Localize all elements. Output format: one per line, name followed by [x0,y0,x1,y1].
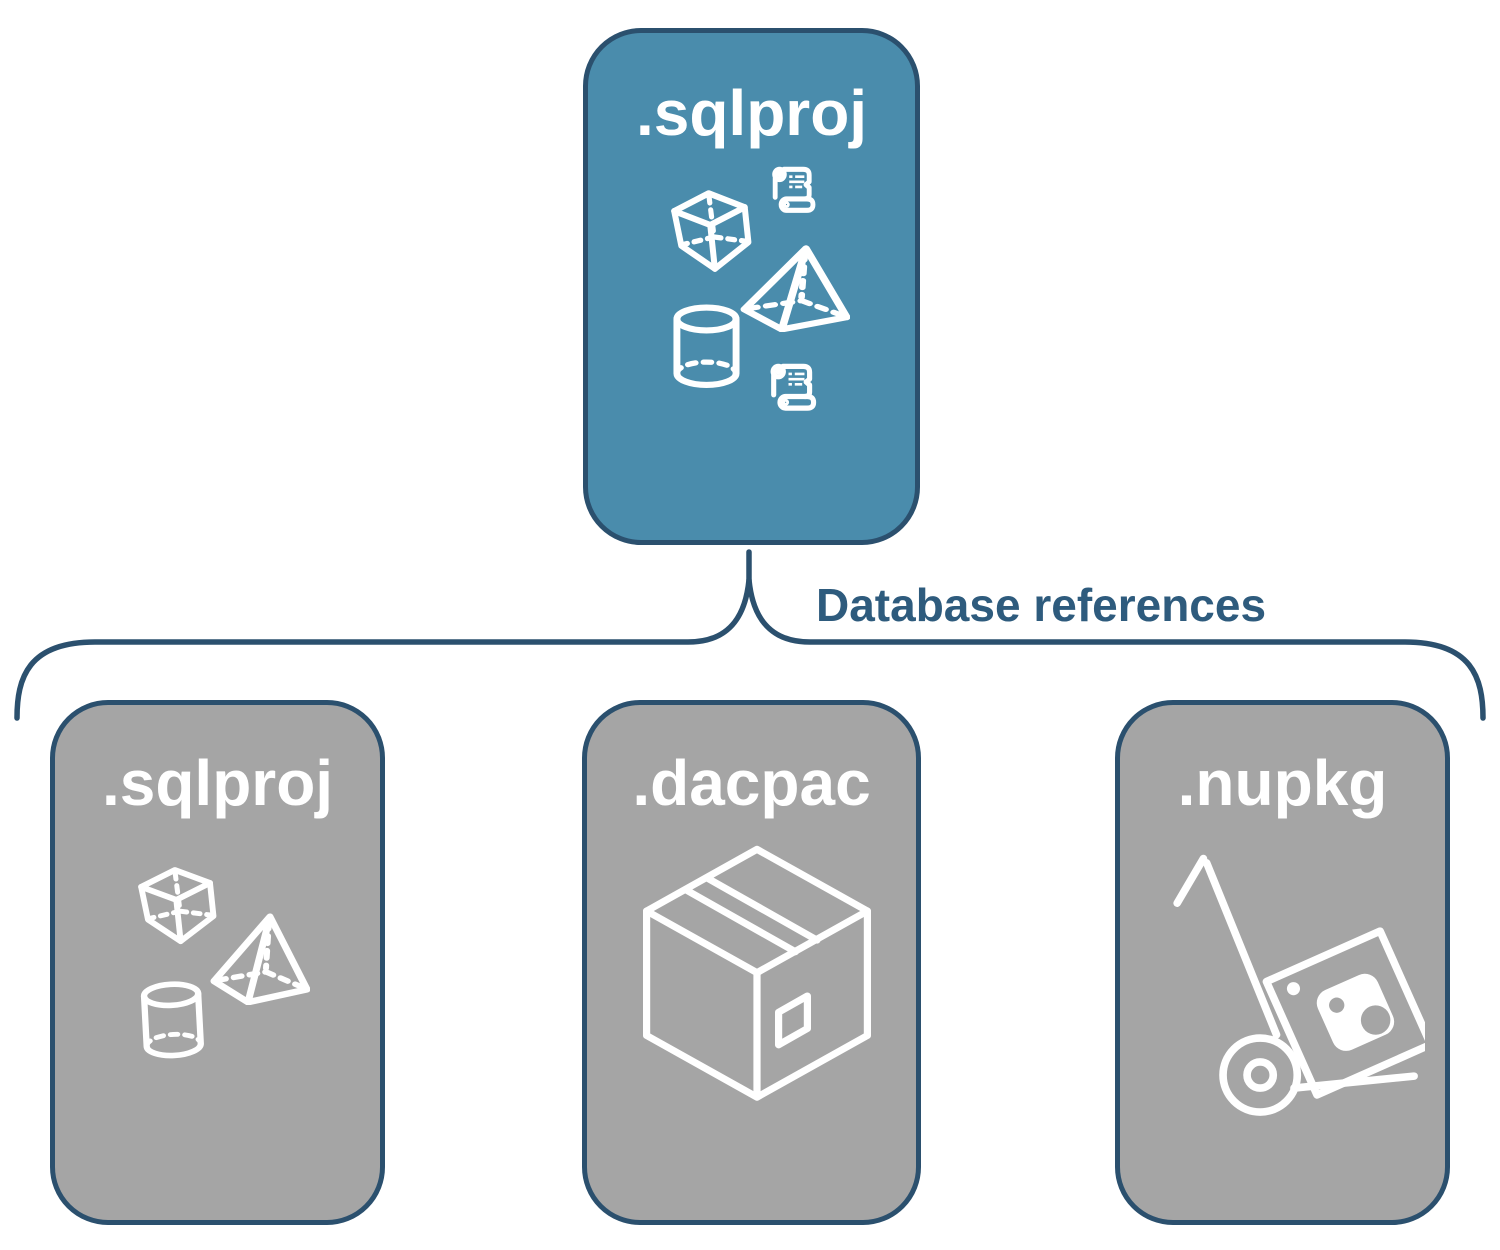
cube-icon [131,861,223,952]
child-card-dacpac-title: .dacpac [632,747,871,819]
pyramid-icon [740,245,850,332]
scroll-icon [764,360,821,418]
root-card-sqlproj: .sqlproj [583,28,920,545]
pyramid-icon [210,913,310,1005]
brace-left-half [14,549,752,721]
child-card-sqlproj-title: .sqlproj [101,747,334,819]
child-card-nupkg-title: .nupkg [1177,747,1388,819]
connector-label: Database references [816,579,1267,631]
cube-icon [664,184,759,281]
child-card-sqlproj: .sqlproj [50,700,385,1225]
root-card-title: .sqlproj [635,77,868,149]
cylinder-icon [671,304,742,392]
package-box-icon [637,840,877,1110]
hand-truck-nuget-icon [1163,852,1425,1124]
scroll-icon [766,163,820,220]
cylinder-icon [138,979,207,1063]
